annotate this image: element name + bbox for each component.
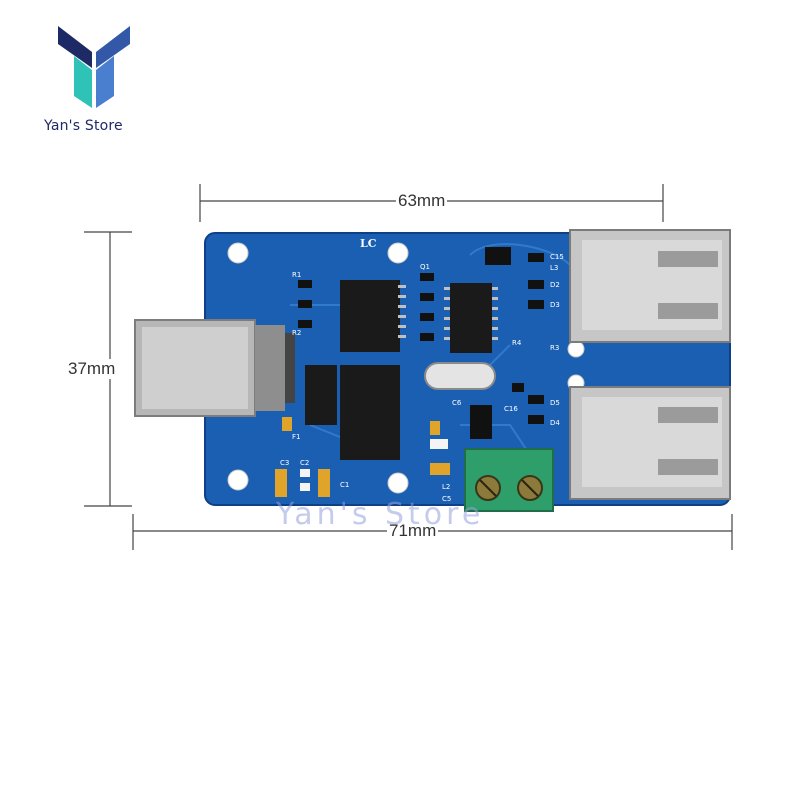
svg-text:C16: C16 xyxy=(504,405,518,413)
dimension-left-label: 37mm xyxy=(66,359,118,379)
svg-text:Q1: Q1 xyxy=(420,263,430,271)
svg-text:L2: L2 xyxy=(442,483,450,491)
store-logo: Yan's Store xyxy=(44,22,144,142)
svg-text:L3: L3 xyxy=(550,264,558,272)
watermark: Yan's Store xyxy=(276,497,485,532)
svg-text:C6: C6 xyxy=(452,399,462,407)
svg-text:C3: C3 xyxy=(280,459,289,467)
store-logo-icon xyxy=(58,26,130,108)
svg-text:D4: D4 xyxy=(550,419,560,427)
svg-text:C2: C2 xyxy=(300,459,309,467)
dimension-top-label: 63mm xyxy=(396,191,448,211)
svg-text:R3: R3 xyxy=(550,344,559,352)
svg-text:C15: C15 xyxy=(550,253,564,261)
svg-text:D5: D5 xyxy=(550,399,560,407)
svg-text:R4: R4 xyxy=(512,339,522,347)
silkscreen-brand: LC xyxy=(360,237,377,250)
svg-text:C1: C1 xyxy=(340,481,349,489)
svg-text:C5: C5 xyxy=(442,495,451,503)
svg-text:F1: F1 xyxy=(292,433,300,441)
logo-text: Yan's Store xyxy=(44,118,123,134)
svg-text:D3: D3 xyxy=(550,301,560,309)
svg-text:D2: D2 xyxy=(550,281,560,289)
svg-text:R1: R1 xyxy=(292,271,301,279)
svg-text:R2: R2 xyxy=(292,329,301,337)
dimension-bottom-label: 71mm xyxy=(387,521,439,541)
